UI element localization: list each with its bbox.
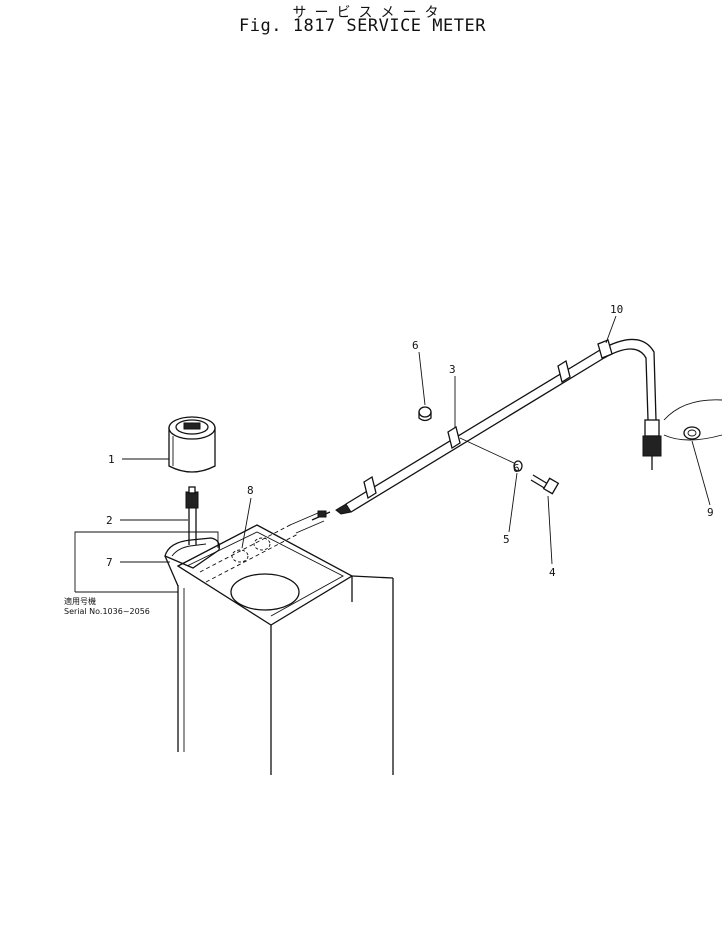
leader-lines bbox=[74, 315, 711, 593]
console-box bbox=[164, 512, 394, 775]
figure-title: Fig. 1817 SERVICE METER bbox=[239, 16, 486, 36]
nut bbox=[683, 426, 701, 440]
callout-4: 4 bbox=[549, 566, 556, 579]
callout-7: 7 bbox=[106, 556, 113, 569]
callout-1: 1 bbox=[108, 453, 115, 466]
callout-8: 8 bbox=[247, 484, 254, 497]
callout-3: 3 bbox=[449, 363, 456, 376]
callout-6-washer: 6 bbox=[513, 462, 520, 475]
cable-clamps bbox=[363, 339, 613, 500]
figure-title-japanese: サービスメータ bbox=[292, 5, 447, 21]
callout-10: 10 bbox=[610, 303, 623, 316]
callout-5: 5 bbox=[503, 533, 510, 546]
callout-6-collar: 6 bbox=[412, 339, 419, 352]
meter-cable-end bbox=[185, 486, 199, 545]
serial-note-label: 適用号機 bbox=[64, 596, 96, 606]
washer bbox=[513, 460, 523, 472]
callout-2: 2 bbox=[106, 514, 113, 527]
callout-9: 9 bbox=[707, 506, 714, 519]
serial-note-range: Serial No.1036~2056 bbox=[64, 607, 150, 616]
collar bbox=[418, 406, 432, 422]
bolt bbox=[530, 474, 560, 495]
service-meter bbox=[168, 416, 216, 473]
